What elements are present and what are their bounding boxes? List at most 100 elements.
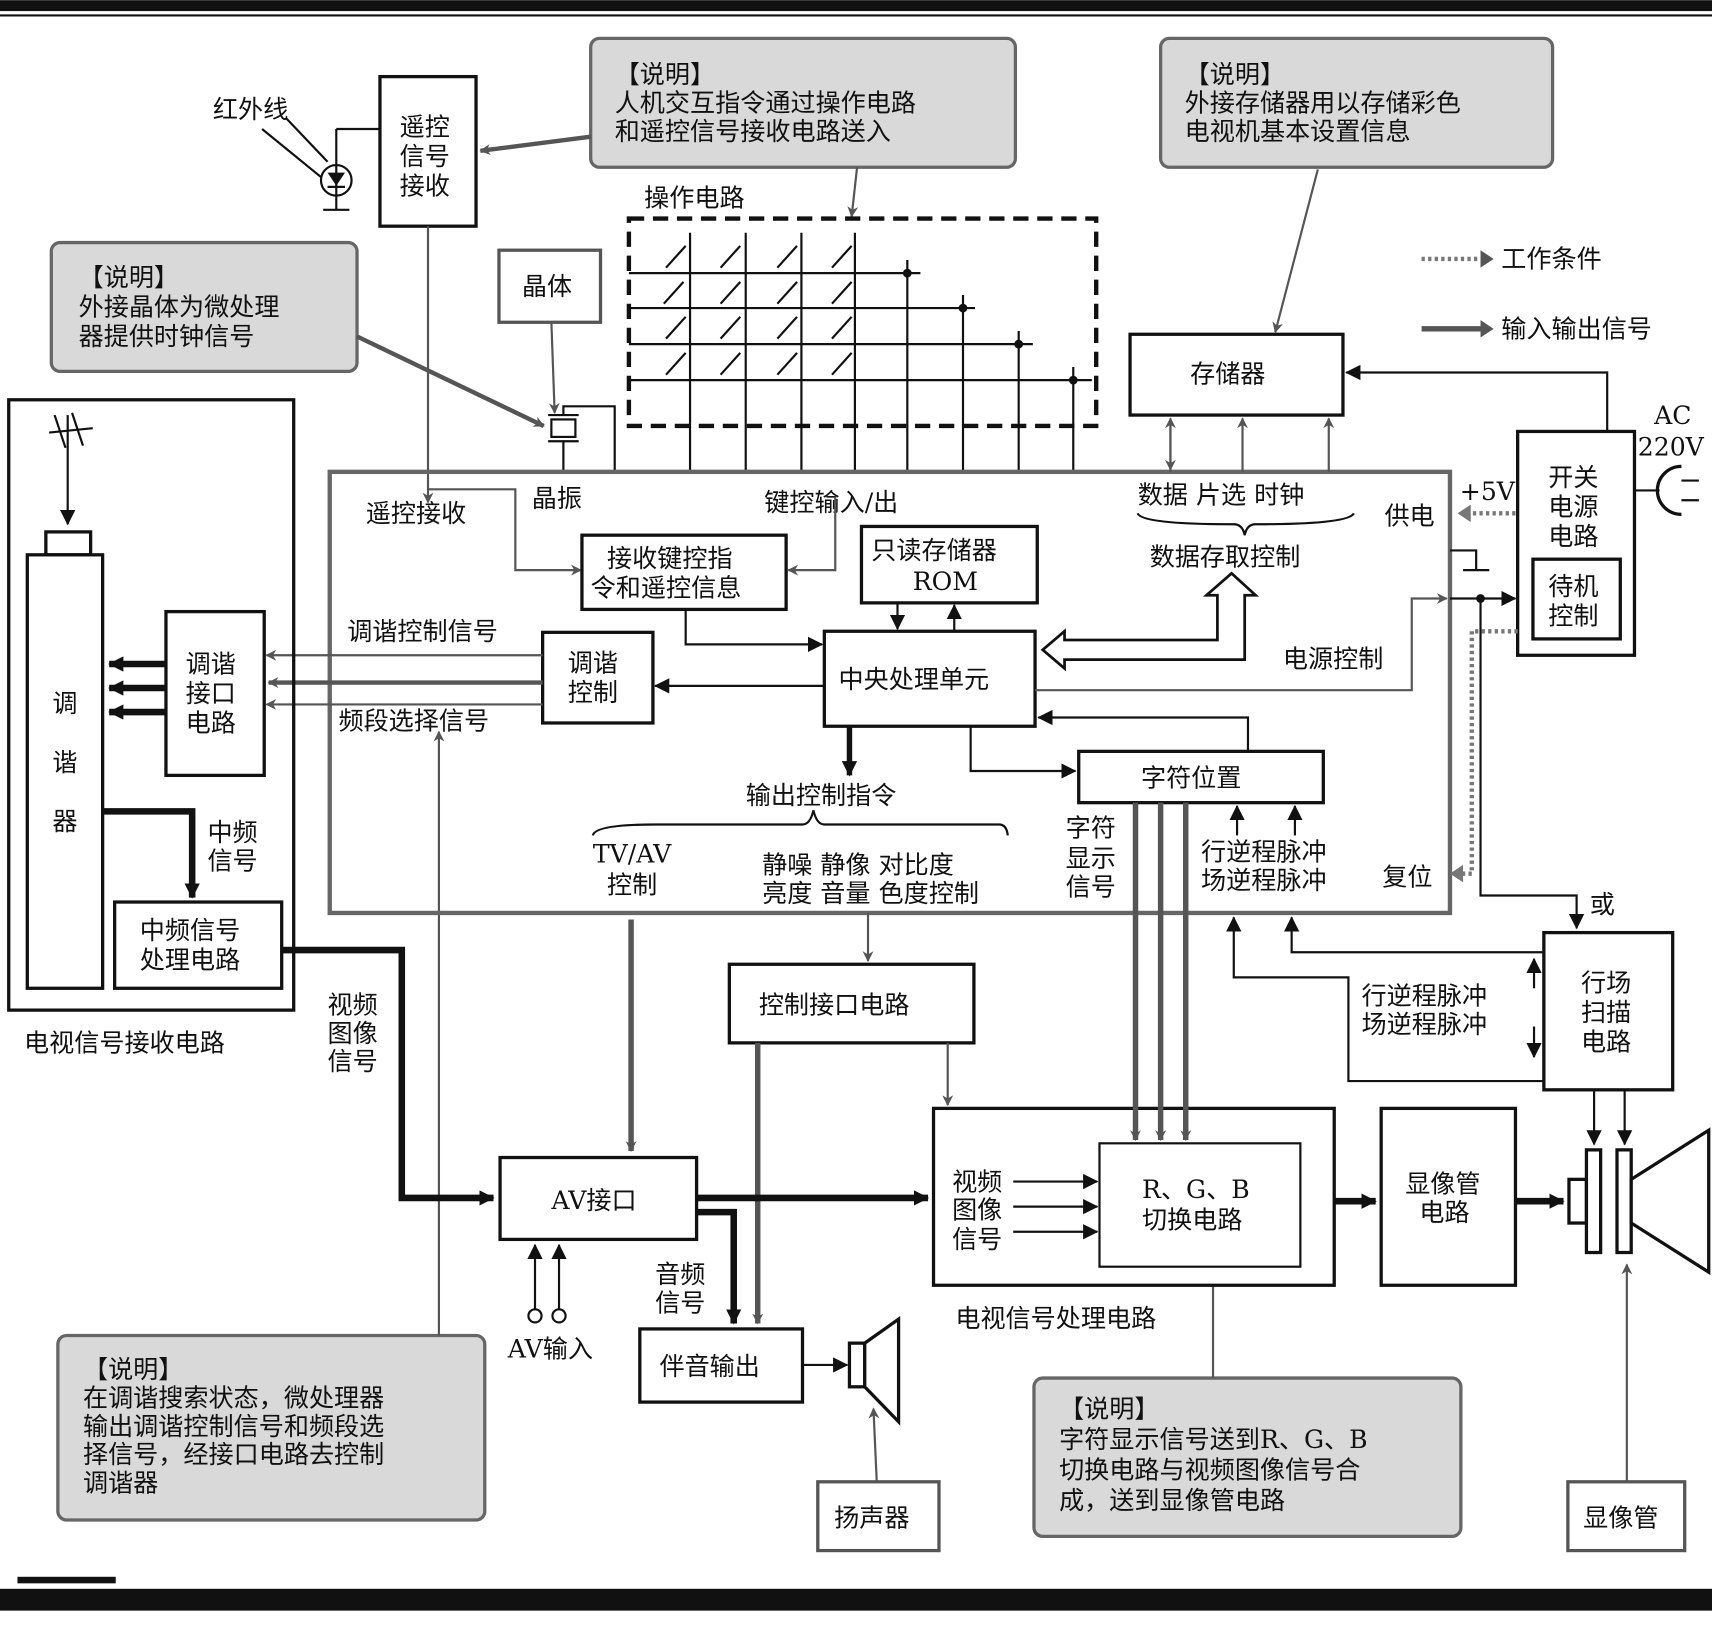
photodiode-icon	[319, 127, 380, 211]
power-ctrl-label: 电源控制	[1283, 644, 1383, 673]
keypad-matrix	[626, 216, 1099, 472]
svg-text:接收: 接收	[400, 172, 450, 201]
svg-text:视频: 视频	[328, 990, 378, 1019]
svg-text:【说明】: 【说明】	[1185, 60, 1285, 89]
crystal-oscillator-icon	[548, 405, 616, 472]
svg-text:伴音输出: 伴音输出	[659, 1352, 759, 1381]
av-port-box: AV接口	[498, 1155, 699, 1242]
svg-text:信号: 信号	[207, 846, 257, 875]
svg-text:亮度 音量 色度控制: 亮度 音量 色度控制	[762, 879, 979, 908]
svg-text:开关: 开关	[1548, 463, 1598, 492]
svg-text:电视机基本设置信息: 电视机基本设置信息	[1185, 117, 1411, 146]
svg-text:【说明】: 【说明】	[79, 263, 179, 292]
svg-text:处理电路: 处理电路	[140, 946, 240, 975]
svg-text:控制接口电路: 控制接口电路	[759, 990, 910, 1019]
cpu-box: 中央处理单元	[822, 629, 1037, 728]
svg-text:只读存储器: 只读存储器	[871, 536, 997, 565]
svg-text:令和遥控信息: 令和遥控信息	[591, 573, 742, 602]
svg-text:中央处理单元: 中央处理单元	[839, 665, 990, 694]
microprocessor-box	[327, 469, 1453, 916]
svg-text:显像管: 显像管	[1405, 1169, 1480, 1198]
svg-text:静噪 静像 对比度: 静噪 静像 对比度	[762, 851, 954, 880]
legend-io-signal: 输入输出信号	[1501, 315, 1652, 344]
svg-text:器提供时钟信号: 器提供时钟信号	[79, 322, 255, 351]
svg-text:图像: 图像	[328, 1019, 378, 1048]
data-ctrl-label: 数据存取控制	[1150, 543, 1301, 572]
svg-text:中频信号: 中频信号	[140, 916, 240, 945]
svg-text:中频: 中频	[207, 818, 257, 847]
crt-circuit-box: 显像管电路	[1379, 1106, 1518, 1287]
legend-working-condition: 工作条件	[1501, 245, 1601, 274]
svg-text:信号: 信号	[328, 1047, 378, 1076]
crt-label-box: 显像管	[1566, 1480, 1687, 1553]
crystal-box: 晶体	[497, 248, 603, 324]
svg-text:字符显示信号送到R、G、B: 字符显示信号送到R、G、B	[1059, 1425, 1368, 1454]
svg-text:遥控: 遥控	[400, 113, 450, 142]
svg-text:【说明】: 【说明】	[615, 60, 715, 89]
svg-text:视频: 视频	[952, 1167, 1002, 1196]
svg-text:电源: 电源	[1548, 493, 1598, 522]
svg-text:电路: 电路	[1548, 522, 1598, 551]
svg-text:晶体: 晶体	[522, 272, 572, 301]
svg-text:图像: 图像	[952, 1196, 1002, 1225]
svg-text:切换电路: 切换电路	[1142, 1205, 1242, 1234]
svg-text:显示: 显示	[1066, 844, 1116, 873]
legend: 工作条件 输入输出信号	[1421, 245, 1652, 344]
output-cmd-label: 输出控制指令	[746, 781, 897, 810]
svg-text:场逆程脉冲: 场逆程脉冲	[1201, 866, 1327, 895]
svg-text:切换电路与视频图像信号合: 切换电路与视频图像信号合	[1059, 1456, 1360, 1485]
memory-box: 存储器	[1128, 332, 1345, 417]
svg-text:外接晶体为微处理: 外接晶体为微处理	[79, 293, 280, 322]
svg-text:择信号，经接口电路去控制: 择信号，经接口电路去控制	[83, 1440, 384, 1469]
remote-receiver-box: 遥控信号接收	[378, 74, 478, 228]
bottom-border	[0, 1588, 1712, 1611]
svg-text:电路: 电路	[186, 709, 236, 738]
svg-text:接口: 接口	[186, 679, 236, 708]
svg-text:控制: 控制	[607, 870, 657, 899]
svg-text:人机交互指令通过操作电路: 人机交互指令通过操作电路	[615, 89, 916, 118]
svg-text:在调谐搜索状态，微处理器: 在调谐搜索状态，微处理器	[83, 1383, 384, 1412]
svg-text:行逆程脉冲: 行逆程脉冲	[1362, 982, 1488, 1011]
svg-text:谐: 谐	[52, 748, 77, 777]
svg-text:信号: 信号	[655, 1288, 705, 1317]
power-in-label: 供电	[1384, 501, 1434, 530]
data-bus-label: 数据 片选 时钟	[1138, 481, 1305, 510]
svg-text:扫描: 扫描	[1581, 998, 1631, 1027]
reset-label: 复位	[1382, 863, 1432, 892]
band-signal-label: 频段选择信号	[338, 707, 489, 736]
ac-plug-icon	[1634, 464, 1699, 517]
op-circuit-label: 操作电路	[644, 184, 744, 213]
char-position-box: 字符位置	[1077, 749, 1325, 805]
tv-receive-section	[7, 398, 296, 1012]
svg-text:信号: 信号	[1066, 872, 1116, 901]
svg-text:外接存储器用以存储彩色: 外接存储器用以存储彩色	[1185, 89, 1461, 118]
av-input-jacks	[527, 1243, 567, 1324]
tuner-box: 调谐器	[25, 553, 105, 990]
svg-text:接收键控指: 接收键控指	[607, 544, 733, 573]
speaker-label-box: 扬声器	[816, 1480, 941, 1553]
svg-text:调: 调	[52, 689, 77, 718]
data-bus-arrow	[1040, 571, 1260, 672]
svg-text:【说明】: 【说明】	[1059, 1394, 1159, 1423]
av-input-label: AV输入	[507, 1334, 593, 1363]
crt-icon	[1567, 1127, 1711, 1276]
infrared-label: 红外线	[213, 95, 288, 124]
svg-text:显像管: 显像管	[1583, 1504, 1658, 1533]
svg-text:控制: 控制	[568, 678, 618, 707]
svg-text:行逆程脉冲: 行逆程脉冲	[1201, 838, 1327, 867]
plus5v-label: +5V	[1460, 477, 1516, 506]
callout-tuning: 【说明】在调谐搜索状态，微处理器输出调谐控制信号和频段选择信号，经接口电路去控制…	[56, 1333, 487, 1522]
audio-output-box: 伴音输出	[638, 1327, 805, 1404]
svg-text:信号: 信号	[952, 1225, 1002, 1254]
control-interface-box: 控制接口电路	[727, 962, 976, 1045]
